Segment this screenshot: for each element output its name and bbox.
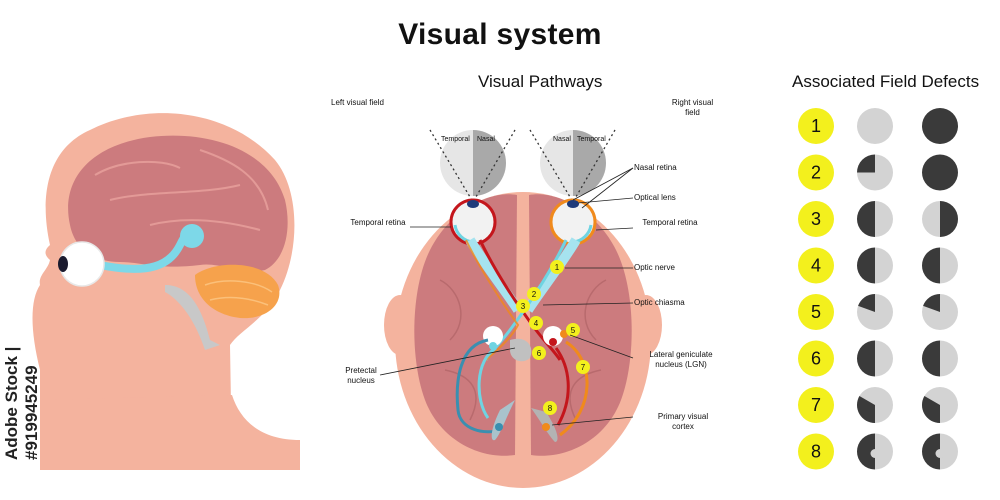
defect-number: 6 bbox=[811, 349, 821, 369]
marker-5 bbox=[566, 323, 580, 337]
optic-nerve-label: Optic nerve bbox=[634, 263, 675, 272]
defect-right-eye-field-shade bbox=[940, 201, 958, 237]
pretectal-region bbox=[510, 338, 532, 362]
defect-right-eye-field-notch bbox=[935, 449, 945, 458]
right-lgn bbox=[543, 326, 563, 346]
defect-row-5: 5 bbox=[798, 294, 958, 330]
left-ear bbox=[384, 295, 416, 355]
defects-title: Associated Field Defects bbox=[792, 72, 980, 91]
defect-number-badge bbox=[798, 201, 834, 237]
defect-number: 1 bbox=[811, 116, 821, 136]
left-circle-temporal: Temporal bbox=[441, 136, 470, 143]
svg-text:7: 7 bbox=[581, 363, 586, 372]
cerebellum bbox=[195, 264, 280, 319]
defect-row-2: 2 bbox=[798, 154, 958, 191]
right-circle-nasal: Nasal bbox=[553, 136, 571, 143]
defect-left-eye-field-shade bbox=[857, 340, 875, 377]
defect-row-3: 3 bbox=[798, 201, 958, 237]
defect-right-eye-field-shade bbox=[922, 433, 940, 470]
defect-row-6: 6 bbox=[798, 340, 958, 377]
defect-number: 4 bbox=[811, 256, 821, 276]
defect-row-7: 7 bbox=[798, 387, 958, 423]
defect-number-badge bbox=[798, 294, 834, 330]
primary-visual-cortex-label: Primary visual cortex bbox=[657, 412, 709, 431]
right-optic-nerve bbox=[523, 237, 581, 313]
defect-left-eye-field-shade bbox=[857, 396, 875, 423]
defect-right-eye-field bbox=[922, 154, 958, 191]
defect-left-eye-field-shade bbox=[857, 201, 875, 237]
defect-left-eye-field bbox=[857, 108, 893, 144]
left-visual-field-circle bbox=[440, 130, 506, 196]
visual-pathways-diagram: 1 2 3 4 5 6 7 8 bbox=[379, 129, 662, 488]
left-optic-nerve bbox=[465, 237, 523, 313]
left-circle-nasal: Nasal bbox=[477, 136, 495, 143]
marker-6 bbox=[532, 346, 546, 360]
visual-cortex-node bbox=[180, 224, 204, 248]
right-ear bbox=[630, 295, 662, 355]
defect-right-eye-field bbox=[922, 108, 958, 144]
brain-shape bbox=[68, 135, 288, 272]
marker-7 bbox=[576, 360, 590, 374]
defect-right-eye-field-shade bbox=[923, 294, 940, 312]
marker-1 bbox=[550, 260, 564, 274]
optic-chiasma-label: Optic chiasma bbox=[634, 298, 685, 307]
left-visual-field-label: Left visual field bbox=[331, 98, 384, 107]
defect-row-1: 1 bbox=[798, 108, 958, 144]
defect-number: 3 bbox=[811, 209, 821, 229]
temporal-retina-right-label: Temporal retina bbox=[642, 218, 698, 227]
defect-number-badge bbox=[798, 154, 834, 191]
defect-row-8: 8 bbox=[798, 433, 958, 470]
defect-row-4: 4 bbox=[798, 247, 958, 284]
pretectal-nucleus-label: Pretectal nucleus bbox=[345, 366, 377, 385]
defect-number-badge bbox=[798, 108, 834, 144]
lgn-label: Lateral geniculate nucleus (LGN) bbox=[649, 350, 713, 369]
marker-3 bbox=[516, 299, 530, 313]
right-visual-field-circle bbox=[540, 130, 606, 196]
field-defects-grid: 1 2 3 4 5 6 7 8 bbox=[798, 108, 958, 470]
defect-number: 5 bbox=[811, 302, 821, 322]
defect-number: 8 bbox=[811, 442, 821, 462]
right-circle-temporal: Temporal bbox=[577, 136, 606, 143]
svg-text:8: 8 bbox=[548, 404, 553, 413]
defect-left-eye-field-notch bbox=[870, 449, 880, 458]
svg-text:3: 3 bbox=[521, 302, 526, 311]
defect-number: 2 bbox=[811, 163, 821, 183]
defect-number: 7 bbox=[811, 395, 821, 415]
left-optic-radiation bbox=[455, 338, 501, 434]
optical-lens-label: Optical lens bbox=[634, 193, 676, 202]
marker-2 bbox=[527, 287, 541, 301]
brainstem bbox=[165, 285, 220, 350]
defect-right-eye-field-shade bbox=[922, 340, 940, 377]
marker-8 bbox=[543, 401, 557, 415]
right-visual-field-label: Right visual field bbox=[671, 98, 714, 117]
defect-number-badge bbox=[798, 433, 834, 470]
neck bbox=[40, 395, 300, 470]
marker-group: 1 2 3 4 5 6 7 8 bbox=[516, 260, 590, 415]
nasal-retina-label: Nasal retina bbox=[634, 163, 677, 172]
temporal-retina-left-label: Temporal retina bbox=[350, 218, 406, 227]
defect-left-eye-field-shade bbox=[857, 154, 875, 173]
defect-number-badge bbox=[798, 387, 834, 423]
defect-right-eye-field-shade bbox=[922, 247, 940, 284]
marker-4 bbox=[529, 316, 543, 330]
defect-number-badge bbox=[798, 247, 834, 284]
head-profile-illustration bbox=[32, 113, 300, 470]
svg-text:5: 5 bbox=[571, 326, 576, 335]
svg-text:2: 2 bbox=[532, 290, 537, 299]
defect-left-eye-field-shade bbox=[858, 294, 875, 312]
pathways-title: Visual Pathways bbox=[478, 72, 603, 91]
svg-text:1: 1 bbox=[555, 263, 560, 272]
defect-left-eye-field-shade bbox=[857, 247, 875, 284]
svg-text:6: 6 bbox=[537, 349, 542, 358]
defect-left-eye-field-shade bbox=[857, 433, 875, 470]
pupil bbox=[58, 256, 68, 272]
right-optic-radiation bbox=[554, 347, 570, 426]
page-title: Visual system bbox=[398, 18, 602, 51]
svg-text:4: 4 bbox=[534, 319, 539, 328]
defect-right-eye-field-shade bbox=[922, 396, 940, 423]
defect-number-badge bbox=[798, 340, 834, 377]
